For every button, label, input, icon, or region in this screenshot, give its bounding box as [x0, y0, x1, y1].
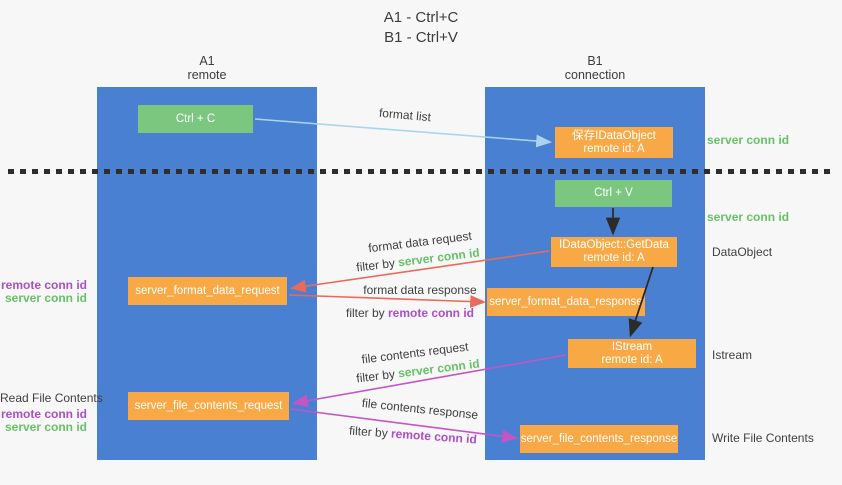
- istream-line1: IStream: [611, 340, 653, 353]
- server-format-data-request-label: server_format_data_request: [135, 284, 280, 297]
- server-format-data-request-node: server_format_data_request: [128, 277, 287, 305]
- remote-conn-id-inline: remote conn id: [390, 426, 478, 447]
- server-format-data-response-node: server_format_data_response: [487, 288, 645, 316]
- server-conn-id-label-mid: server conn id: [707, 210, 790, 224]
- filter-by-prefix: filter by: [355, 366, 399, 386]
- right-column-subtitle: connection: [564, 68, 626, 82]
- ctrl-c-label: Ctrl + C: [175, 112, 216, 125]
- remote-conn-id-label-top: remote conn id: [0, 278, 87, 292]
- title-line-2: B1 - Ctrl+V: [384, 29, 458, 46]
- file-contents-response-filter-label: filter by remote conn id: [338, 423, 489, 447]
- server-conn-id-label-left-bottom: server conn id: [4, 420, 87, 434]
- remote-conn-id-label-bottom: remote conn id: [0, 407, 87, 421]
- write-file-contents-label: Write File Contents: [712, 431, 814, 445]
- istream-node: IStream remote id: A: [568, 339, 696, 368]
- ctrl-v-node: Ctrl + V: [555, 180, 672, 207]
- save-dataobject-node: 保存IDataObject remote id: A: [555, 127, 673, 158]
- save-dataobject-line1: 保存IDataObject: [572, 129, 656, 142]
- server-file-contents-request-node: server_file_contents_request: [128, 392, 289, 420]
- filter-by-prefix: filter by: [355, 255, 399, 275]
- server-file-contents-response-node: server_file_contents_response: [520, 425, 678, 453]
- getdata-line1: IDataObject::GetData: [559, 239, 669, 251]
- ctrl-c-node: Ctrl + C: [138, 105, 253, 133]
- server-file-contents-request-label: server_file_contents_request: [134, 399, 283, 412]
- left-column-name: A1: [199, 54, 215, 68]
- left-column-header: A1 remote: [97, 54, 317, 82]
- dotted-separator-line: [8, 169, 836, 174]
- server-file-contents-response-label: server_file_contents_response: [520, 432, 678, 445]
- left-conn-id-pair-bottom: remote conn id server conn id: [0, 408, 87, 434]
- right-column-name: B1: [587, 54, 603, 68]
- server-format-data-response-label: server_format_data_response: [489, 295, 643, 308]
- istream-side-label: Istream: [712, 348, 753, 362]
- format-data-response-arrow-label: format data response: [363, 283, 477, 297]
- getdata-line2: remote id: A: [583, 252, 645, 264]
- server-conn-id-label-top: server conn id: [707, 133, 790, 147]
- left-conn-id-pair-top: remote conn id server conn id: [0, 279, 87, 305]
- file-contents-response-arrow-label: file contents response: [361, 395, 479, 423]
- diagram-title: A1 - Ctrl+C B1 - Ctrl+V: [0, 8, 842, 48]
- save-dataobject-line2: remote id: A: [583, 142, 645, 155]
- read-file-contents-label: Read File Contents: [0, 391, 103, 405]
- dataobject-label: DataObject: [712, 245, 773, 259]
- remote-conn-id-inline: remote conn id: [388, 306, 475, 320]
- title-line-1: A1 - Ctrl+C: [383, 9, 459, 26]
- ctrl-v-label: Ctrl + V: [594, 187, 633, 199]
- left-column-subtitle: remote: [187, 68, 227, 82]
- istream-line2: remote id: A: [601, 353, 663, 366]
- filter-by-prefix: filter by: [345, 306, 388, 320]
- format-list-arrow-label: format list: [378, 105, 432, 125]
- right-column-header: B1 connection: [485, 54, 705, 82]
- server-conn-id-label-left-top: server conn id: [4, 291, 87, 305]
- getdata-node: IDataObject::GetData remote id: A: [551, 237, 677, 267]
- format-data-response-filter-label: filter by remote conn id: [335, 306, 485, 320]
- filter-by-prefix: filter by: [348, 423, 392, 441]
